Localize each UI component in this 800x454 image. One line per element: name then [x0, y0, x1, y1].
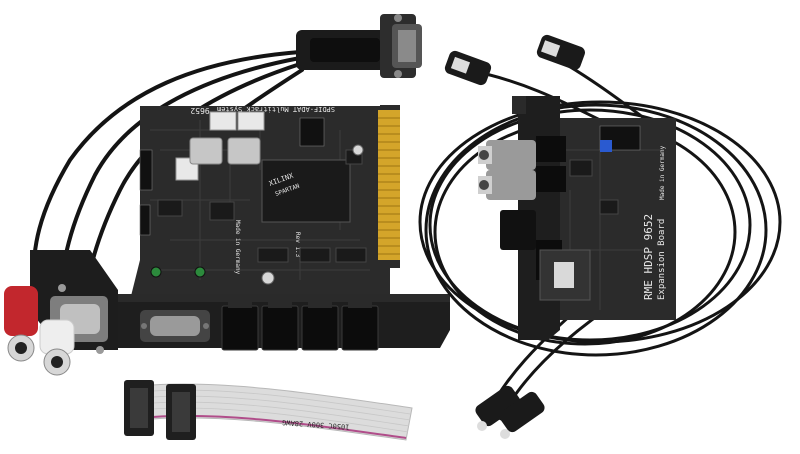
card-made-in-label: Made in Germany — [234, 220, 241, 275]
toslink-plug-bottom-right — [499, 391, 545, 439]
ribbon-connector-left — [124, 380, 154, 436]
expansion-board-title: RME HDSP 9652 — [642, 214, 655, 300]
expansion-bracket — [478, 96, 591, 340]
bnc-connector-lower — [478, 170, 536, 200]
ribbon-connector-right — [166, 384, 196, 440]
rca-plug-white — [39, 319, 75, 376]
main-pci-card: SPDIF-ADAT Multitrack System 9652 Made i… — [130, 105, 400, 300]
main-card-bracket — [110, 294, 450, 351]
dsub-connector-top — [296, 14, 422, 78]
card-silkscreen-title: SPDIF-ADAT Multitrack System — [217, 105, 335, 113]
toslink-plug-bottom-left — [475, 385, 521, 431]
fpga-chip: XILINX SPARTAN — [261, 159, 351, 223]
card-revision-label: Rev 1.3 — [294, 232, 301, 258]
toslink-plug-top-left — [444, 50, 492, 86]
pci-gold-contacts — [378, 110, 400, 260]
expansion-board-made-in: Made in Germany — [659, 145, 666, 200]
card-model-number: 9652 — [190, 106, 209, 115]
toslink-plug-top-right — [536, 34, 585, 70]
optical-ports — [221, 305, 379, 351]
expansion-board-subtitle: Expansion Board — [657, 219, 667, 300]
dsub-port-bracket — [140, 310, 210, 342]
rca-plug-red — [4, 286, 38, 362]
bnc-connector-upper — [478, 140, 536, 170]
